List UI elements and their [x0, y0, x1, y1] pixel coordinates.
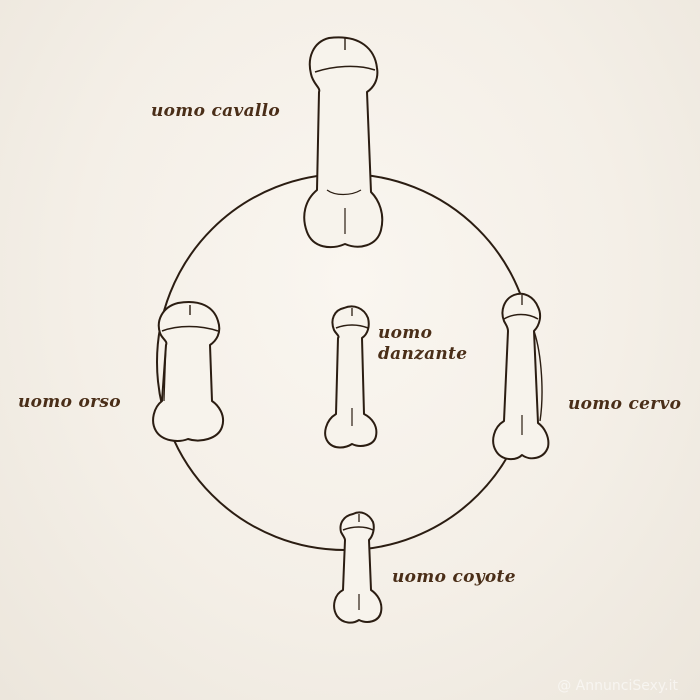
label-center-line1: uomo	[378, 323, 433, 343]
figure-bottom	[333, 511, 383, 624]
figure-left	[152, 301, 224, 442]
label-uomo-orso: uomo orso	[18, 392, 121, 412]
label-uomo-cavallo: uomo cavallo	[151, 101, 281, 121]
label-uomo-cervo: uomo cervo	[568, 394, 682, 414]
figure-center	[324, 305, 378, 449]
label-uomo-coyote: uomo coyote	[392, 567, 516, 587]
figure-top	[303, 36, 384, 249]
label-uomo-danzante: uomo danzante	[378, 323, 467, 365]
label-center-line2: danzante	[378, 344, 468, 364]
watermark: @ AnnunciSexy.it	[557, 678, 678, 694]
figure-right	[492, 292, 550, 461]
